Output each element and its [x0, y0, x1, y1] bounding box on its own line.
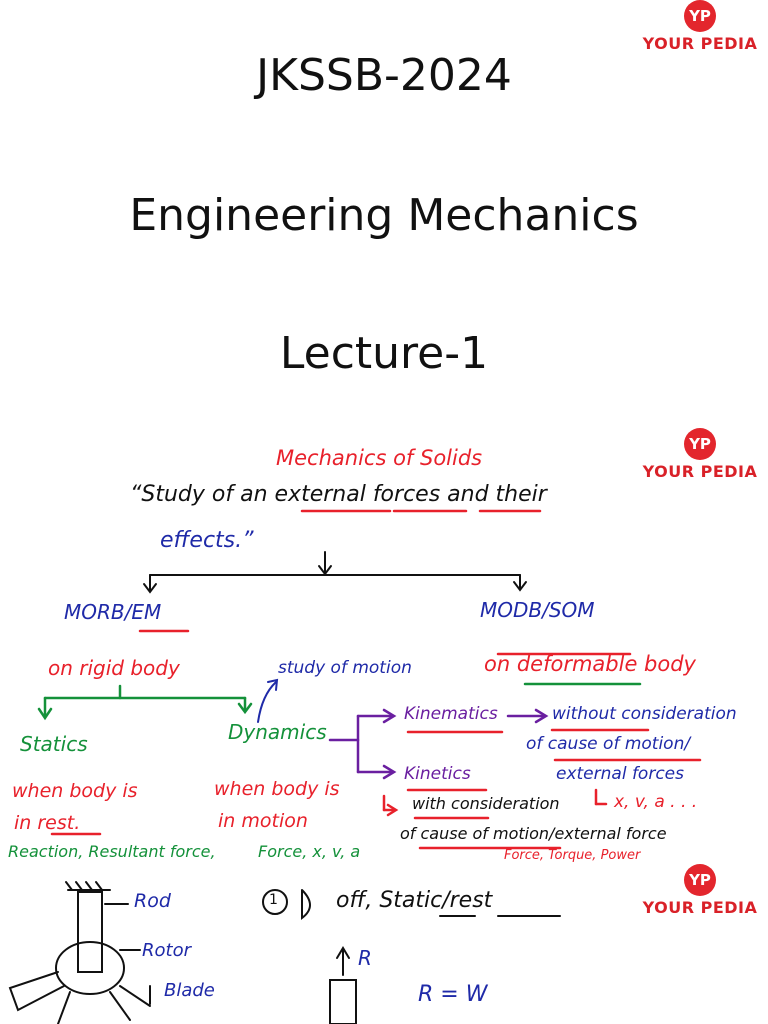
- statics-quantities: Reaction, Resultant force,: [8, 842, 216, 861]
- notes-heading: Mechanics of Solids: [276, 446, 483, 470]
- your-pedia-logo: YP YOUR PEDIA: [640, 0, 760, 60]
- kinematics-desc-3: external forces: [556, 764, 684, 784]
- logo-brand-text: YOUR PEDIA: [642, 34, 758, 53]
- kinetics-label: Kinetics: [404, 764, 471, 784]
- kinematics-desc-2: of cause of motion/: [526, 734, 691, 754]
- kinetics-desc-1: with consideration: [412, 794, 560, 813]
- kinetics-quantities: Force, Torque, Power: [504, 848, 641, 863]
- modb-som-label: MODB/SOM: [480, 598, 595, 622]
- dynamics-quantities: Force, x, v, a: [258, 842, 361, 861]
- equation: R = W: [418, 982, 488, 1007]
- statics-desc-1: when body is: [12, 780, 138, 802]
- case-number: 1: [269, 892, 278, 908]
- dynamics-desc-1: when body is: [214, 778, 340, 800]
- blade-label: Blade: [164, 980, 215, 1001]
- notes-slide: YP YOUR PEDIA YP YOUR PEDIA Mechanics of…: [0, 420, 768, 1024]
- block-sketch: [329, 979, 357, 1024]
- yp-logo-icon: YP: [684, 428, 716, 460]
- deformable-body-label: on deformable body: [484, 652, 696, 676]
- kinetics-desc-2: of cause of motion/external force: [400, 824, 667, 843]
- your-pedia-logo-2: YP YOUR PEDIA: [640, 428, 760, 488]
- blade-left: [8, 971, 65, 1012]
- yp-logo-icon: YP: [684, 864, 716, 896]
- dynamics-label: Dynamics: [228, 720, 327, 744]
- logo-brand-text: YOUR PEDIA: [642, 898, 758, 917]
- statics-desc-2: in rest.: [14, 812, 81, 834]
- title-slide: YP YOUR PEDIA JKSSB-2024 Engineering Mec…: [0, 0, 768, 420]
- yp-logo-icon: YP: [684, 0, 716, 32]
- morb-em-label: MORB/EM: [64, 600, 162, 624]
- study-of-motion-label: study of motion: [278, 658, 412, 678]
- logo-brand-text: YOUR PEDIA: [642, 462, 758, 481]
- your-pedia-logo-3: YP YOUR PEDIA: [640, 864, 760, 924]
- rod-label: Rod: [134, 890, 171, 912]
- rigid-body-label: on rigid body: [48, 656, 180, 680]
- kinematics-desc-1: without consideration: [552, 704, 737, 724]
- notes-diagram: [8, 509, 702, 1024]
- reaction-label: R: [358, 946, 372, 970]
- lecture-title: Lecture-1: [279, 328, 489, 379]
- blade-right: [109, 991, 131, 1021]
- rod-sketch: [77, 891, 103, 973]
- course-title: JKSSB-2024: [256, 50, 512, 101]
- kinematics-quantities: x, v, a . . .: [614, 792, 698, 812]
- definition-line-2: effects.”: [160, 528, 254, 553]
- study-motion-arrow: [257, 681, 277, 723]
- case-number-circle: [262, 889, 288, 915]
- definition-line-1: “Study of an external forces and their: [130, 482, 547, 507]
- rotor-label: Rotor: [142, 940, 191, 961]
- rotor-sketch: [55, 941, 125, 995]
- subject-title: Engineering Mechanics: [129, 190, 639, 241]
- case-text: off, Static/rest: [336, 888, 493, 913]
- dynamics-desc-2: in motion: [218, 810, 308, 832]
- kinematics-label: Kinematics: [404, 704, 498, 724]
- statics-label: Statics: [20, 732, 88, 756]
